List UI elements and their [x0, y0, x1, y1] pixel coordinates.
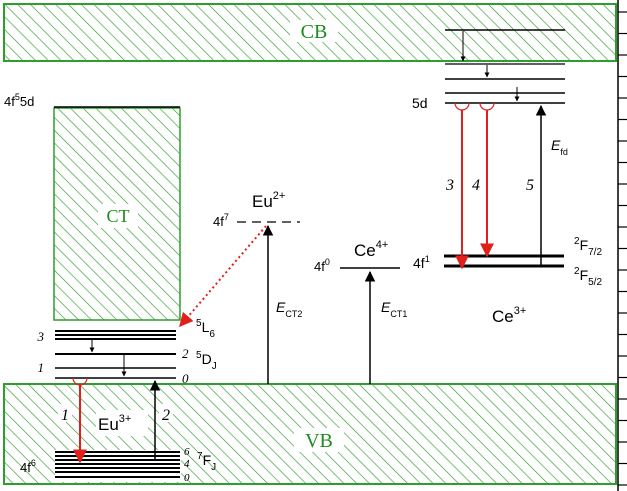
d-term-sub: J: [212, 361, 217, 372]
eu3-config-excited-tail: 5d: [20, 94, 34, 109]
l6-term: L: [202, 319, 210, 335]
f52-sup: 2: [574, 266, 580, 277]
charge-transfer-band: CT: [53, 107, 181, 321]
eu3-transitions: 1 2: [58, 377, 173, 464]
f0-number: 0: [184, 472, 190, 484]
ce4-ion: Ce: [354, 241, 376, 260]
level-0-number: 0: [182, 371, 189, 386]
eu3-ion: Eu: [98, 415, 119, 434]
eu3-ground-config-sup: 6: [31, 458, 36, 468]
ce3-5d-levels: 5d: [412, 29, 565, 111]
l6-term-sup: 5: [196, 318, 202, 329]
eu2-config-sup: 7: [224, 212, 229, 222]
eu2-config: 4f: [213, 214, 224, 229]
svg-text:2F5/2: 2F5/2: [574, 266, 602, 288]
energy-axis: [617, 0, 627, 491]
f52-sub: 5/2: [588, 277, 602, 288]
transition-3-label: 3: [445, 177, 454, 194]
eu3-config-excited: 4f: [4, 94, 15, 109]
f-term-sup: 7: [197, 451, 203, 462]
svg-text:7FJ: 7FJ: [197, 451, 216, 473]
f72-sub: 7/2: [588, 247, 602, 258]
svg-text:Ce4+: Ce4+: [354, 239, 388, 260]
ce3-ion-sup: 3+: [514, 305, 527, 317]
ce4-group: 4f0 Ce4+ ECT1: [314, 239, 407, 384]
eu3-4f5-5d-level: 4f55d: [4, 92, 180, 109]
ce3-5d-label: 5d: [412, 95, 428, 111]
eu3-excited-levels: 3 2 1 0 5L6 5DJ: [37, 318, 217, 386]
vb-label: VB: [305, 430, 333, 452]
ce4-config-sup: 0: [325, 257, 330, 267]
ce3-energy: E: [551, 137, 561, 153]
ce4-config: 4f: [314, 259, 325, 274]
transition-1-label: 1: [61, 407, 69, 424]
f-term-sub: J: [211, 462, 216, 473]
eu3-config-excited-sup: 5: [15, 92, 20, 102]
ce3-4f-levels: 4f1 2F7/2 2F5/2 Ce3+: [413, 236, 602, 326]
f6-number: 6: [184, 446, 190, 458]
svg-text:ECT1: ECT1: [381, 299, 407, 319]
eu2-ion: Eu: [252, 192, 273, 211]
level-1-number: 1: [38, 360, 45, 375]
svg-text:Ce3+: Ce3+: [492, 305, 526, 326]
eu3-ion-label: Eu3+: [96, 410, 148, 436]
level-2-number: 2: [182, 346, 189, 361]
eu3-ground-config: 4f: [20, 460, 31, 475]
svg-text:Eu2+: Eu2+: [252, 190, 285, 211]
transition-4-label: 4: [472, 177, 480, 194]
f-term: F: [203, 452, 212, 468]
ce4-ion-sup: 4+: [376, 239, 389, 251]
f72-term: F: [580, 237, 589, 253]
svg-text:ECT2: ECT2: [276, 299, 302, 319]
eu2-group: 4f7 Eu2+ ECT2: [179, 190, 302, 384]
conduction-band: CB: [3, 3, 617, 62]
svg-text:4f0: 4f0: [314, 257, 330, 274]
ce3-energy-sub: fd: [560, 147, 568, 157]
d-term-sup: 5: [196, 350, 202, 361]
svg-text:Eu3+: Eu3+: [98, 413, 131, 434]
ce3-config-4f-sup: 1: [425, 254, 430, 264]
svg-text:2F7/2: 2F7/2: [574, 236, 602, 258]
svg-text:Efd: Efd: [551, 137, 568, 157]
eu2-energy-sub: CT2: [285, 309, 302, 319]
eu3-ion-sup: 3+: [119, 413, 132, 425]
ce3-config-4f: 4f: [413, 255, 425, 271]
eu2-energy: E: [276, 299, 286, 315]
f52-term: F: [580, 267, 589, 283]
ce3-transitions: 3 4 5 Efd: [445, 102, 568, 270]
svg-text:4f6: 4f6: [20, 458, 36, 475]
transition-5-label: 5: [526, 177, 534, 194]
svg-text:5DJ: 5DJ: [196, 350, 217, 372]
level-3-number: 3: [37, 329, 45, 344]
l6-term-sub: 6: [209, 329, 215, 340]
svg-text:4f55d: 4f55d: [4, 92, 34, 109]
ct-label: CT: [106, 206, 129, 226]
svg-text:4f7: 4f7: [213, 212, 229, 229]
d-term: D: [202, 351, 212, 367]
eu2-ion-sup: 2+: [273, 190, 286, 202]
svg-text:5L6: 5L6: [196, 318, 215, 340]
ce4-energy: E: [381, 299, 391, 315]
transition-2-label: 2: [162, 407, 170, 424]
f72-sup: 2: [574, 236, 580, 247]
cb-label: CB: [301, 21, 328, 43]
ce3-ion: Ce: [492, 307, 514, 326]
f4-number: 4: [184, 458, 190, 470]
ce4-energy-sub: CT1: [390, 309, 407, 319]
svg-text:4f1: 4f1: [413, 254, 430, 271]
